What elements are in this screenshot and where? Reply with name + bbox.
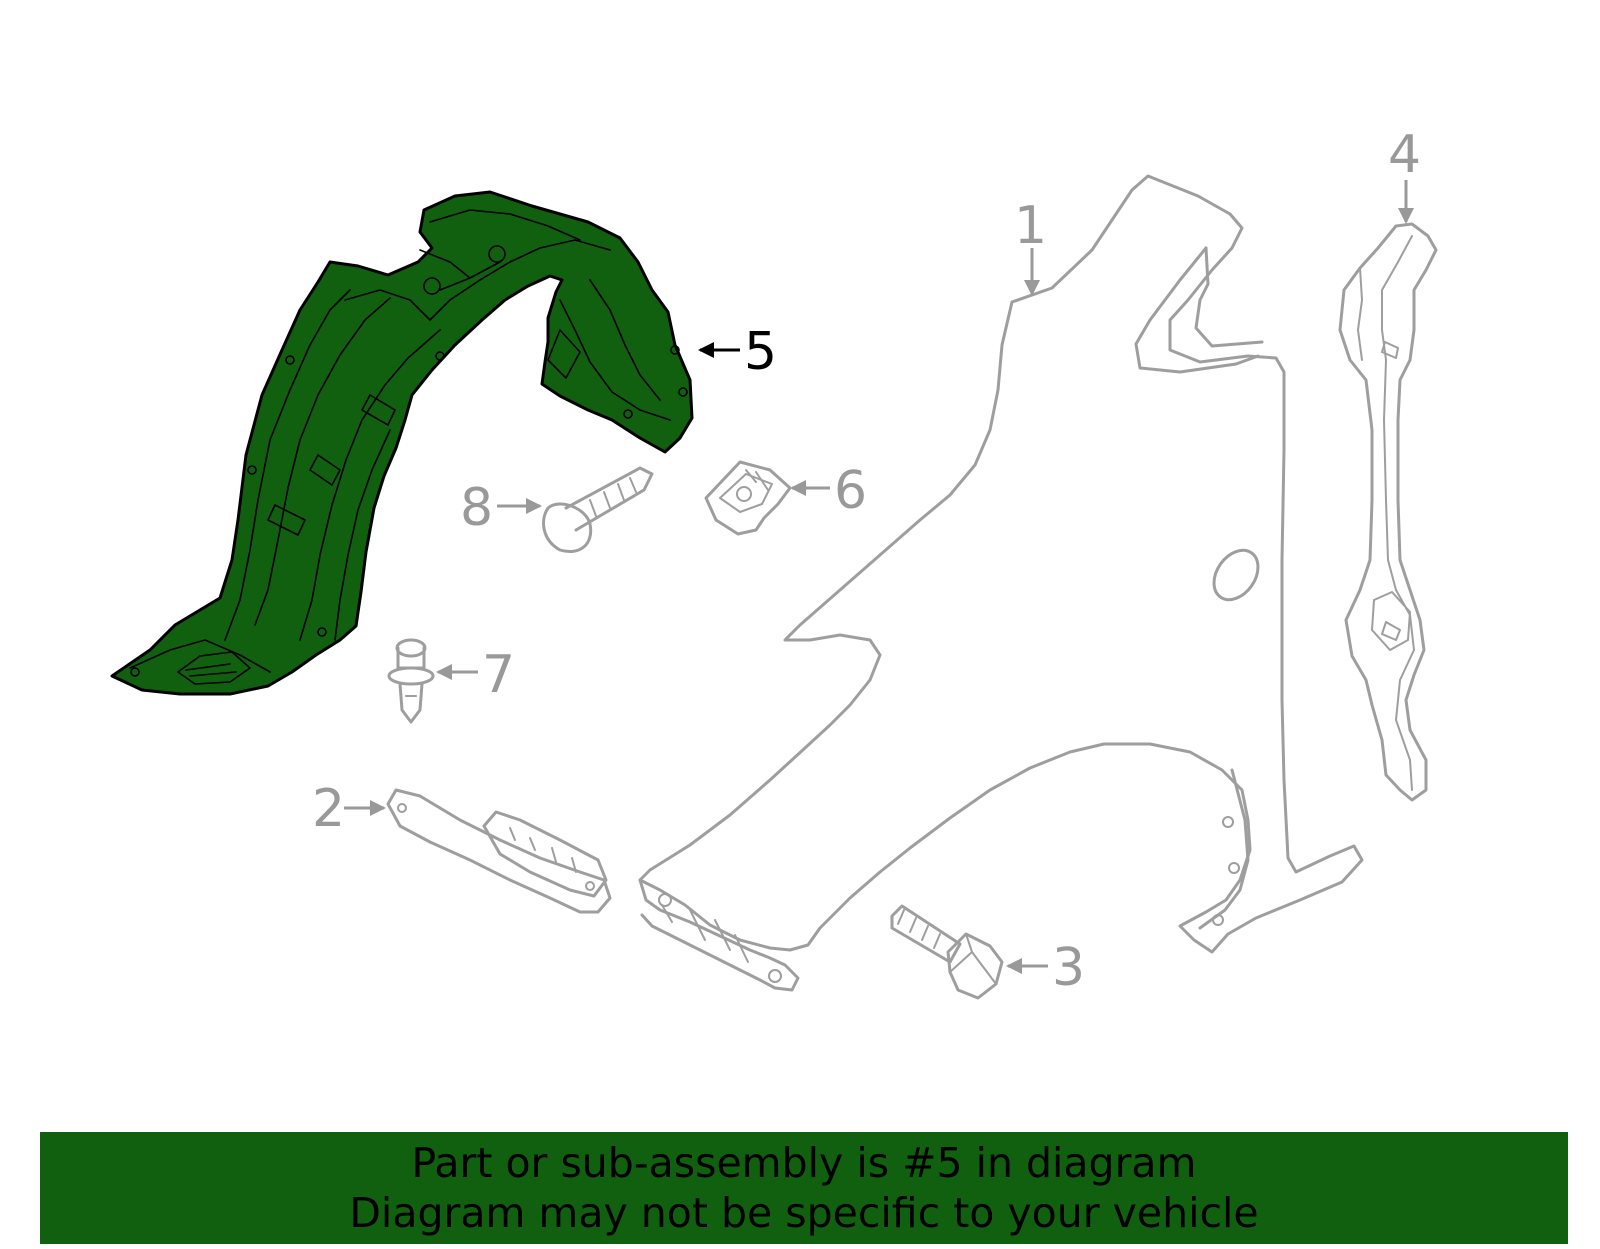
callout-3: 3 [1052,938,1085,998]
info-banner: Part or sub-assembly is #5 in diagram Di… [40,1132,1568,1244]
banner-line-disclaimer: Diagram may not be specific to your vehi… [349,1189,1259,1237]
fender-part-1[interactable] [638,174,1364,992]
fender-liner-part-5[interactable] [110,190,694,696]
push-clip-part-7[interactable] [387,638,435,724]
leader-7 [436,664,478,680]
callout-8: 8 [460,478,493,538]
leader-8 [497,498,542,514]
bolt-part-3[interactable] [890,904,1004,1000]
leader-1 [1024,248,1040,296]
callout-4: 4 [1388,125,1421,185]
leader-5 [698,342,740,358]
callout-6: 6 [834,461,867,521]
leader-3 [1006,958,1048,974]
screw-part-8[interactable] [542,466,654,553]
callout-7: 7 [482,645,515,705]
brace-part-2[interactable] [386,788,612,914]
leader-4 [1398,180,1414,224]
banner-line-part-number: Part or sub-assembly is #5 in diagram [411,1139,1197,1187]
leader-2 [344,800,386,816]
callout-2: 2 [312,779,345,839]
callout-1: 1 [1014,196,1047,256]
callout-5: 5 [744,322,777,382]
leader-6 [790,480,830,496]
clip-nut-part-6[interactable] [704,460,792,536]
bracket-part-4[interactable] [1338,222,1438,802]
